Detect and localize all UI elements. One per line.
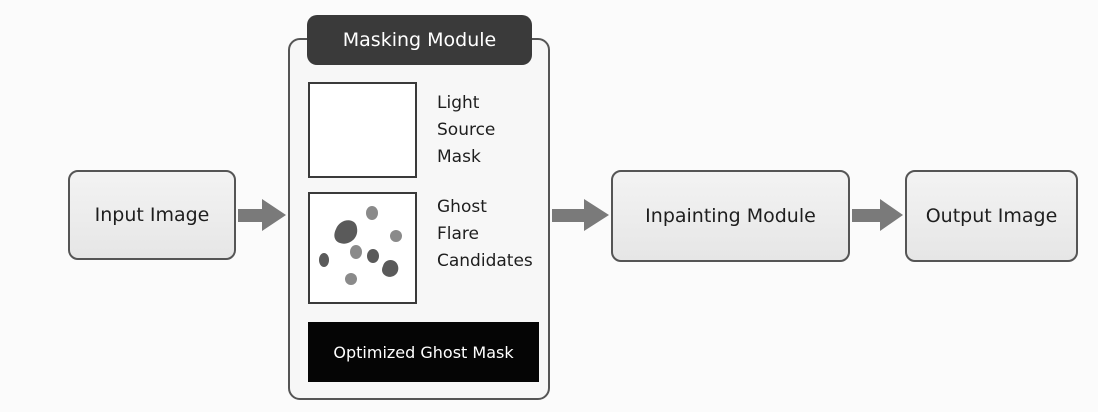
input-image-label: Input Image xyxy=(94,204,210,226)
optimized-ghost-mask-label: Optimized Ghost Mask xyxy=(333,342,514,362)
masking-module-title: Masking Module xyxy=(307,15,532,65)
output-image-box: Output Image xyxy=(905,170,1078,262)
ghost-flare-candidates-label: Ghost Flare Candidates xyxy=(437,194,533,275)
ghost-label-line: Ghost xyxy=(437,197,487,217)
light-source-mask-label: Light Source Mask xyxy=(437,90,495,171)
light-label-line: Light xyxy=(437,93,480,113)
arrow-input-to-masking xyxy=(238,199,286,231)
input-image-box: Input Image xyxy=(68,170,236,260)
masking-module-title-text: Masking Module xyxy=(342,29,497,51)
ghost-label-line: Flare xyxy=(437,224,479,244)
ghost-flare-candidates-frame xyxy=(308,192,417,304)
inpainting-module-box: Inpainting Module xyxy=(611,170,850,262)
light-label-line: Mask xyxy=(437,147,481,167)
inpainting-module-label: Inpainting Module xyxy=(645,205,816,227)
light-source-mask-frame xyxy=(308,82,417,178)
ghost-label-line: Candidates xyxy=(437,251,533,271)
output-image-label: Output Image xyxy=(925,205,1058,227)
light-label-line: Source xyxy=(437,120,496,140)
arrow-inpainting-to-output xyxy=(852,199,903,231)
arrow-masking-to-inpainting xyxy=(552,199,609,231)
optimized-ghost-mask-box: Optimized Ghost Mask xyxy=(308,322,539,382)
